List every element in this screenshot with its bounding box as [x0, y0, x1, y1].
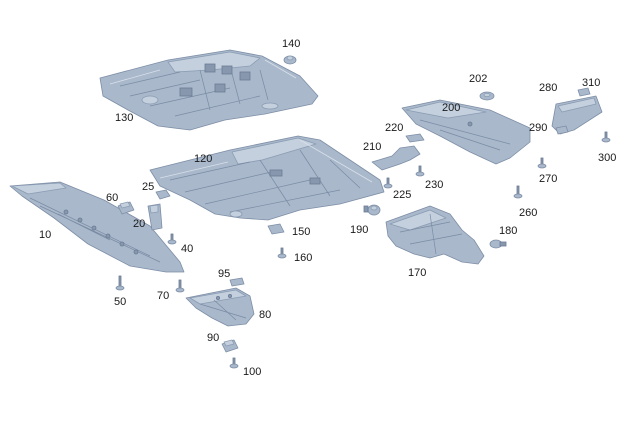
label-100: 100 [243, 366, 261, 378]
label-150: 150 [292, 226, 310, 238]
part-290-clip[interactable] [555, 125, 569, 135]
part-130-rear-floor-panel[interactable] [99, 49, 319, 131]
label-10: 10 [39, 229, 51, 241]
part-180-nut[interactable] [489, 239, 507, 249]
label-80: 80 [259, 309, 271, 321]
part-100-screw[interactable] [229, 357, 239, 369]
part-60-bracket[interactable] [117, 201, 135, 215]
label-220: 220 [385, 122, 403, 134]
part-200-rear-side-panel[interactable] [401, 99, 531, 165]
part-90-bracket[interactable] [221, 339, 239, 353]
part-120-center-floor-panel[interactable] [149, 135, 385, 221]
label-170: 170 [408, 267, 426, 279]
label-300: 300 [598, 152, 616, 164]
part-70-screw[interactable] [175, 279, 185, 293]
label-225: 225 [393, 189, 411, 201]
part-170-wheel-arch-liner[interactable] [385, 205, 485, 265]
part-202-grommet[interactable] [479, 91, 495, 101]
part-140-clip[interactable] [283, 55, 297, 65]
label-230: 230 [425, 179, 443, 191]
label-120: 120 [194, 153, 212, 165]
part-150-clip[interactable] [267, 223, 285, 235]
part-230-screw[interactable] [415, 165, 425, 177]
part-50-screw[interactable] [115, 275, 125, 291]
label-70: 70 [157, 290, 169, 302]
label-90: 90 [207, 332, 219, 344]
part-220-clip[interactable] [405, 133, 425, 143]
part-225-screw[interactable] [383, 177, 393, 189]
part-80-lower-trim-panel[interactable] [185, 287, 255, 327]
part-40-screw[interactable] [167, 233, 177, 245]
label-260: 260 [519, 207, 537, 219]
label-60: 60 [106, 192, 118, 204]
part-10-side-sill-panel[interactable] [9, 181, 185, 273]
part-95-clip[interactable] [229, 277, 245, 287]
label-40: 40 [181, 243, 193, 255]
label-310: 310 [582, 77, 600, 89]
part-310-clip[interactable] [577, 87, 591, 97]
label-25: 25 [142, 181, 154, 193]
part-25-clip[interactable] [155, 189, 171, 200]
label-130: 130 [115, 112, 133, 124]
part-20-bracket[interactable] [147, 203, 163, 231]
label-280: 280 [539, 82, 557, 94]
label-200: 200 [442, 102, 460, 114]
part-300-screw[interactable] [601, 131, 611, 143]
label-210: 210 [363, 141, 381, 153]
part-210-bracket[interactable] [371, 145, 421, 171]
part-280-bracket[interactable] [551, 95, 603, 135]
label-190: 190 [350, 224, 368, 236]
label-270: 270 [539, 173, 557, 185]
label-160: 160 [294, 252, 312, 264]
part-270-screw[interactable] [537, 157, 547, 169]
part-190-grommet[interactable] [363, 204, 381, 216]
label-180: 180 [499, 225, 517, 237]
label-20: 20 [133, 218, 145, 230]
part-260-screw[interactable] [513, 185, 523, 199]
label-290: 290 [529, 122, 547, 134]
label-50: 50 [114, 296, 126, 308]
label-140: 140 [282, 38, 300, 50]
label-202: 202 [469, 73, 487, 85]
label-95: 95 [218, 268, 230, 280]
part-160-screw[interactable] [277, 247, 287, 259]
